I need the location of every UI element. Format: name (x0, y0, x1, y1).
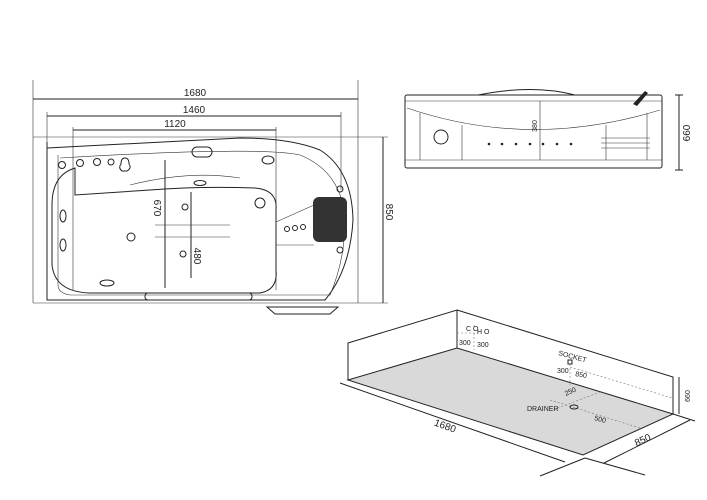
dim-skirt-height: 380 (532, 120, 539, 132)
basin (51, 167, 277, 294)
drain-fitting (433, 129, 449, 145)
dim-drainer-offset-b: 500 (593, 415, 606, 425)
jet (59, 238, 67, 252)
hot-water-label: H O (477, 329, 490, 336)
cold-water-label: C O (466, 326, 479, 333)
display-panel (191, 146, 213, 158)
side-view: 380 660 (404, 89, 693, 171)
jet (254, 197, 266, 209)
jet (179, 250, 187, 258)
control-knobs (58, 157, 131, 172)
dim-overall-width: 850 (383, 204, 394, 221)
dim-basin-width-outer: 670 (151, 200, 162, 217)
dim-cold-offset: 300 (459, 340, 471, 347)
jet (181, 203, 189, 211)
dim-socket-height: 300 (557, 368, 569, 375)
jet (126, 232, 136, 242)
dim-socket-offset: 850 (575, 371, 588, 380)
dim-basin-length: 1120 (164, 119, 186, 130)
dim-install-length: 1680 (433, 418, 458, 436)
top-view: 1680 1460 1120 850 (32, 80, 394, 315)
socket-label: SOCKET (557, 350, 587, 364)
base-stand (265, 306, 340, 315)
headrest (313, 197, 347, 242)
dim-install-height: 660 (685, 390, 692, 402)
hand-shower (633, 91, 648, 106)
dim-hot-offset: 300 (477, 342, 489, 349)
grab-bar (144, 292, 253, 301)
drain-icon (569, 404, 579, 410)
dim-side-height: 660 (682, 124, 693, 141)
dim-drainer-offset-a: 250 (564, 386, 578, 397)
dim-deck-length: 1460 (183, 105, 206, 116)
dim-basin-width-inner: 480 (191, 248, 202, 265)
dim-install-width: 850 (633, 432, 653, 449)
dim-overall-length: 1680 (184, 88, 207, 99)
speaker (261, 155, 275, 165)
floor-area (346, 347, 675, 456)
installation-view: 1680 850 660 C O H O 300 300 SOCKET 300 … (339, 309, 696, 477)
drainer-label: DRAINER (527, 406, 559, 413)
jet (59, 209, 67, 223)
